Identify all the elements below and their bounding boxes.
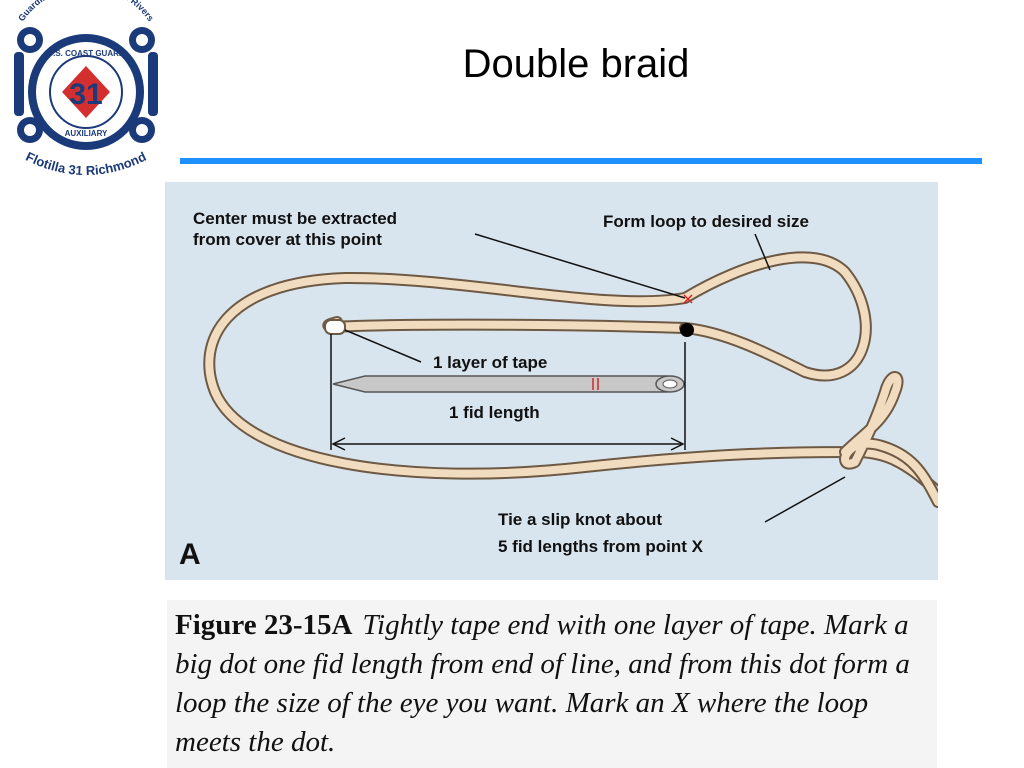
caption-text: Tightly tape end with one layer of tape.… xyxy=(175,609,910,758)
fid-tool xyxy=(332,375,685,393)
big-dot-mark xyxy=(680,323,694,337)
fid-length-dimension xyxy=(330,334,686,451)
rope-splice-diagram: Center must be extracted from cover at t… xyxy=(165,182,944,580)
logo-bottom-arc-text: Flotilla 31 Richmond xyxy=(23,149,148,178)
logo-seal-bottom-text: AUXILIARY xyxy=(65,129,108,138)
callout-knot-line2: 5 fid lengths from point X xyxy=(498,537,704,556)
auxiliary-logo: 31 Guardians of our Lakes and Rivers U.S… xyxy=(0,0,172,190)
callout-fid-length: 1 fid length xyxy=(449,403,540,422)
svg-text:Guardians of our Lakes and Riv: Guardians of our Lakes and Rivers xyxy=(16,0,156,23)
logo-seal-top-text: U.S. COAST GUARD xyxy=(47,49,125,58)
leader-center xyxy=(474,233,686,299)
callout-tape: 1 layer of tape xyxy=(433,353,547,372)
slide-title: Double braid xyxy=(462,42,690,86)
slip-knot xyxy=(839,371,944,508)
taped-rope-end xyxy=(324,319,346,335)
logo-top-arc-text: Guardians of our Lakes and Rivers xyxy=(16,0,156,23)
callout-center-line2: from cover at this point xyxy=(193,230,382,249)
logo-number: 31 xyxy=(69,78,102,111)
caption-figure-number: Figure 23-15A xyxy=(175,609,353,641)
svg-text:Flotilla 31 Richmond: Flotilla 31 Richmond xyxy=(23,149,148,178)
x-mark xyxy=(683,294,693,304)
callout-loop: Form loop to desired size xyxy=(603,212,809,231)
leader-loop xyxy=(754,233,771,271)
leader-knot xyxy=(764,476,846,523)
callout-knot-line1: Tie a slip knot about xyxy=(498,510,662,529)
leader-tape xyxy=(344,329,422,363)
callout-center-line1: Center must be extracted xyxy=(193,209,397,228)
title-divider xyxy=(180,158,982,164)
panel-letter: A xyxy=(179,538,201,571)
